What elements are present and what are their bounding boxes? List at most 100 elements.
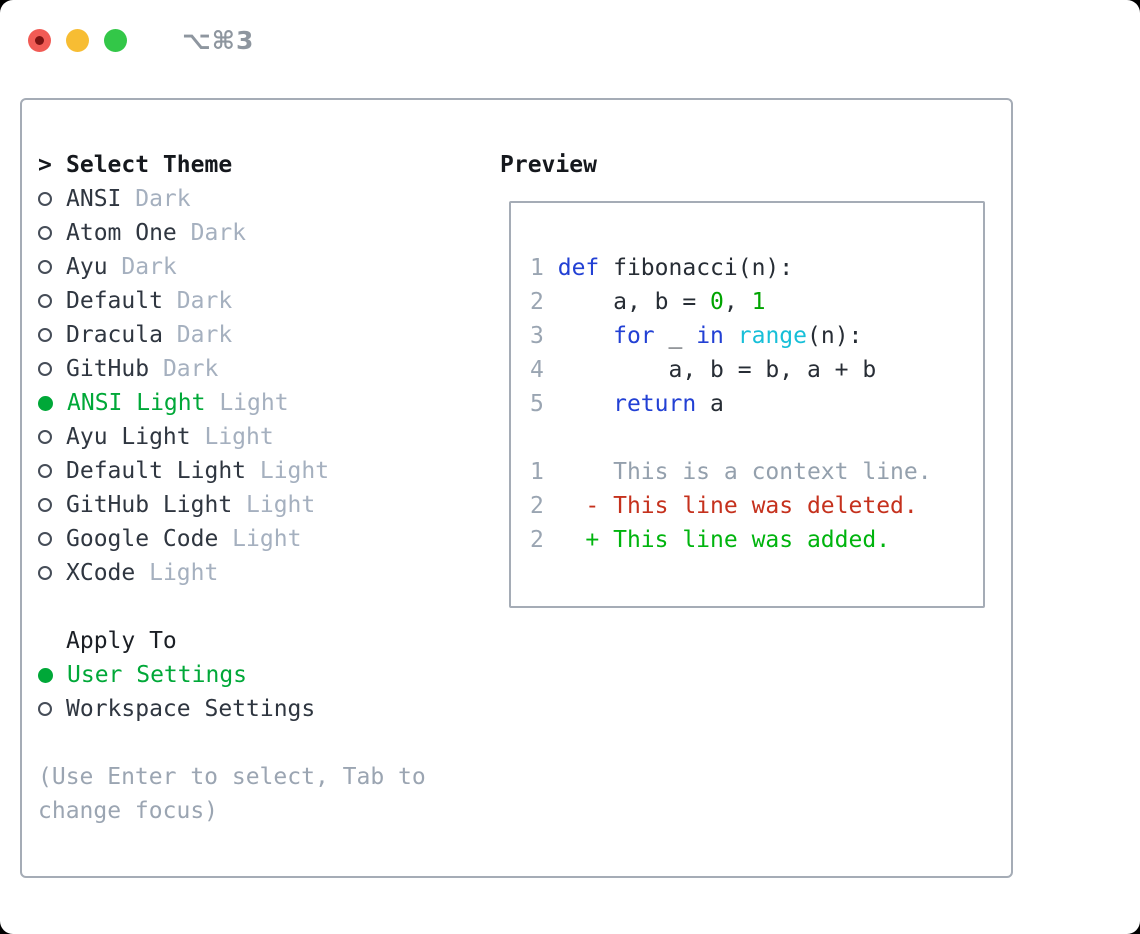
code-segment-kw: for bbox=[613, 323, 655, 349]
code-segment-pl: _ bbox=[654, 323, 697, 349]
apply-option-user-settings[interactable]: User Settings bbox=[22, 658, 492, 692]
theme-option-ansi[interactable]: ANSI Dark bbox=[22, 182, 492, 216]
variant-badge: Dark bbox=[176, 220, 247, 246]
option-label: Default Light bbox=[66, 458, 247, 484]
code-segment-pl bbox=[544, 323, 613, 349]
apply-to-header: Apply To bbox=[22, 624, 492, 658]
preview-line: 5 return a bbox=[530, 387, 983, 421]
radio-unselected-icon bbox=[38, 498, 52, 512]
code-segment-pl: a bbox=[696, 391, 724, 417]
radio-unselected-icon bbox=[38, 192, 52, 206]
spacer bbox=[22, 590, 492, 624]
theme-option-ayu[interactable]: Ayu Dark bbox=[22, 250, 492, 284]
preview-line: 3 for _ in range(n): bbox=[530, 319, 983, 353]
line-number: 1 bbox=[530, 255, 544, 281]
theme-option-xcode[interactable]: XCode Light bbox=[22, 556, 492, 590]
radio-unselected-icon bbox=[38, 430, 52, 444]
code-segment-pl: a, b = bbox=[543, 289, 711, 315]
variant-badge: Light bbox=[190, 424, 274, 450]
theme-option-default[interactable]: Default Dark bbox=[22, 284, 492, 318]
code-segment-builtin: range bbox=[737, 323, 808, 349]
theme-option-ansi-light[interactable]: ANSI Light Light bbox=[22, 386, 492, 420]
radio-unselected-icon bbox=[38, 226, 52, 240]
code-segment-pl bbox=[544, 391, 613, 417]
option-label: Ayu Light bbox=[66, 424, 191, 450]
variant-badge: Dark bbox=[162, 322, 233, 348]
hint-text-line-2: change focus) bbox=[38, 798, 219, 824]
code-segment-pl: (n): bbox=[807, 323, 863, 349]
option-label: GitHub bbox=[66, 356, 150, 382]
spacer bbox=[22, 726, 492, 760]
theme-option-ayu-light[interactable]: Ayu Light Light bbox=[22, 420, 492, 454]
code-segment-pl: a, b = b, a + b bbox=[543, 357, 877, 383]
zoom-button[interactable] bbox=[104, 29, 127, 52]
preview-line: 1 This is a context line. bbox=[530, 455, 983, 489]
select-theme-header: > Select Theme bbox=[22, 148, 492, 182]
option-label: Default bbox=[66, 288, 163, 314]
minimize-button[interactable] bbox=[66, 29, 89, 52]
radio-unselected-icon bbox=[38, 294, 52, 308]
option-label: GitHub Light bbox=[66, 492, 233, 518]
line-number: 3 bbox=[530, 323, 544, 349]
code-segment-kw: return bbox=[613, 391, 697, 417]
code-segment-kw: def bbox=[557, 255, 600, 281]
close-button[interactable] bbox=[28, 29, 51, 52]
variant-badge: Light bbox=[218, 526, 302, 552]
theme-option-google-code[interactable]: Google Code Light bbox=[22, 522, 492, 556]
theme-option-atom-one[interactable]: Atom One Dark bbox=[22, 216, 492, 250]
code-segment-pl: , bbox=[723, 289, 752, 315]
option-label: ANSI bbox=[66, 186, 122, 212]
variant-badge: Dark bbox=[121, 186, 191, 212]
variant-badge: Light bbox=[232, 492, 316, 518]
option-label: ANSI Light bbox=[67, 390, 206, 416]
code-segment-context: This is a context line. bbox=[543, 459, 932, 485]
code-segment-deleted: - This line was deleted. bbox=[543, 493, 918, 519]
preview-line: 2 - This line was deleted. bbox=[530, 489, 983, 523]
apply-to-title: Apply To bbox=[66, 628, 177, 654]
theme-option-dracula[interactable]: Dracula Dark bbox=[22, 318, 492, 352]
variant-badge: Light bbox=[205, 390, 289, 416]
preview-line: 1 def fibonacci(n): bbox=[530, 251, 983, 285]
titlebar: ⌥⌘3 bbox=[28, 26, 254, 55]
radio-unselected-icon bbox=[38, 328, 52, 342]
option-label: User Settings bbox=[67, 662, 248, 688]
line-number: 4 bbox=[530, 357, 544, 383]
variant-badge: Light bbox=[246, 458, 330, 484]
line-number: 5 bbox=[530, 391, 544, 417]
preview-line bbox=[530, 421, 983, 455]
preview-line: 2 + This line was added. bbox=[530, 523, 983, 557]
radio-selected-icon bbox=[38, 667, 53, 683]
code-segment-kw: in bbox=[696, 323, 724, 349]
radio-unselected-icon bbox=[38, 260, 52, 274]
variant-badge: Light bbox=[135, 560, 219, 586]
preview-line: 2 a, b = 0, 1 bbox=[530, 285, 983, 319]
theme-option-github[interactable]: GitHub Dark bbox=[22, 352, 492, 386]
option-label: XCode bbox=[66, 560, 136, 586]
radio-unselected-icon bbox=[38, 702, 52, 716]
variant-badge: Dark bbox=[107, 254, 177, 280]
option-label: Dracula bbox=[66, 322, 163, 348]
cursor-marker-icon: > bbox=[38, 152, 52, 178]
line-number: 2 bbox=[530, 527, 544, 553]
apply-option-workspace-settings[interactable]: Workspace Settings bbox=[22, 692, 492, 726]
preview-line: 4 a, b = b, a + b bbox=[530, 353, 983, 387]
hint-text-line-1: (Use Enter to select, Tab to bbox=[38, 764, 426, 790]
preview-title: Preview bbox=[500, 152, 597, 178]
code-segment-num: 0 bbox=[710, 289, 724, 315]
theme-option-github-light[interactable]: GitHub Light Light bbox=[22, 488, 492, 522]
code-segment-pl bbox=[544, 255, 558, 281]
radio-unselected-icon bbox=[38, 532, 52, 546]
select-theme-title: Select Theme bbox=[66, 152, 233, 178]
theme-option-default-light[interactable]: Default Light Light bbox=[22, 454, 492, 488]
option-label: Google Code bbox=[66, 526, 219, 552]
code-segment-pl bbox=[724, 323, 738, 349]
code-segment-num: 1 bbox=[751, 289, 766, 315]
code-segment-pl: fibonacci(n): bbox=[599, 255, 794, 281]
option-label: Ayu bbox=[66, 254, 108, 280]
line-number: 1 bbox=[530, 459, 544, 485]
